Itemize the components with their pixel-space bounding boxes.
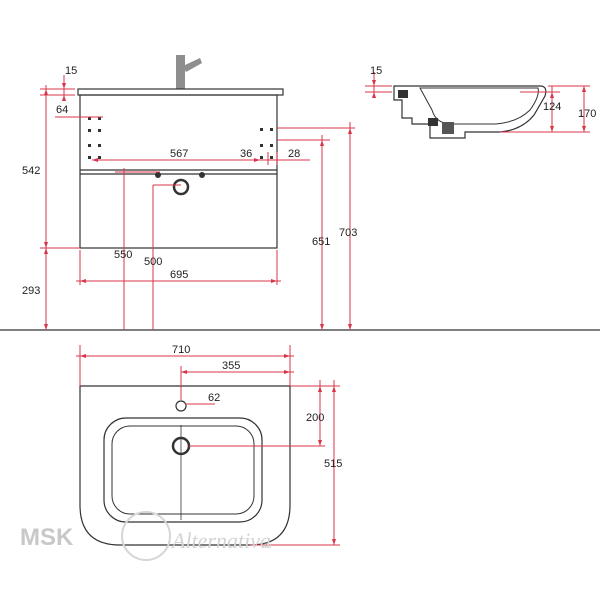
front-countertop (77, 88, 284, 96)
front-siphon-a-label: 550 (114, 249, 132, 261)
top-total-depth-label: 515 (324, 458, 342, 470)
watermark-logo-icon (121, 511, 171, 561)
front-total-height-label: 703 (339, 227, 357, 239)
front-siphon-b-label: 500 (144, 256, 162, 268)
side-basin-height-label: 170 (578, 108, 596, 120)
top-drain-offset-label: 200 (306, 412, 324, 424)
top-view: 710 355 62 200 515 (76, 344, 342, 546)
watermark-brand: MSK (20, 524, 74, 551)
front-upper-height-label: 542 (22, 165, 40, 177)
top-half-width-label: 355 (222, 360, 240, 372)
top-bowl-inner (111, 425, 255, 515)
side-basin-depth-label: 124 (543, 101, 561, 113)
side-top-thickness-label: 15 (370, 65, 382, 77)
front-edge-gap-label: 28 (288, 148, 300, 160)
mounting-holes (88, 117, 273, 159)
watermark: MSK Alternativa .ru (20, 511, 271, 561)
top-tap-hole-label: 62 (208, 392, 220, 404)
side-basin-profile (393, 85, 547, 139)
front-lower-height-label: 293 (22, 285, 40, 297)
front-inner-width-label: 567 (170, 148, 188, 160)
front-view: 15 64 542 293 567 36 28 651 703 550 500 … (0, 55, 600, 331)
side-view: 15 124 170 (365, 65, 596, 139)
front-side-gap-label: 36 (240, 148, 252, 160)
front-top-thickness-label: 15 (65, 65, 77, 77)
watermark-script: Alternativa (170, 528, 271, 553)
siphon-icon (155, 172, 205, 196)
top-bowl-outer (103, 417, 263, 523)
tap-hole-icon (175, 400, 187, 412)
front-cabinet-width-label: 695 (170, 269, 188, 281)
front-siphon-height-label: 651 (312, 236, 330, 248)
front-cabinet (79, 94, 278, 249)
front-hole-offset-label: 64 (56, 104, 68, 116)
faucet-icon (176, 55, 202, 89)
watermark-domain: .ru (262, 541, 271, 550)
top-total-width-label: 710 (172, 344, 190, 356)
